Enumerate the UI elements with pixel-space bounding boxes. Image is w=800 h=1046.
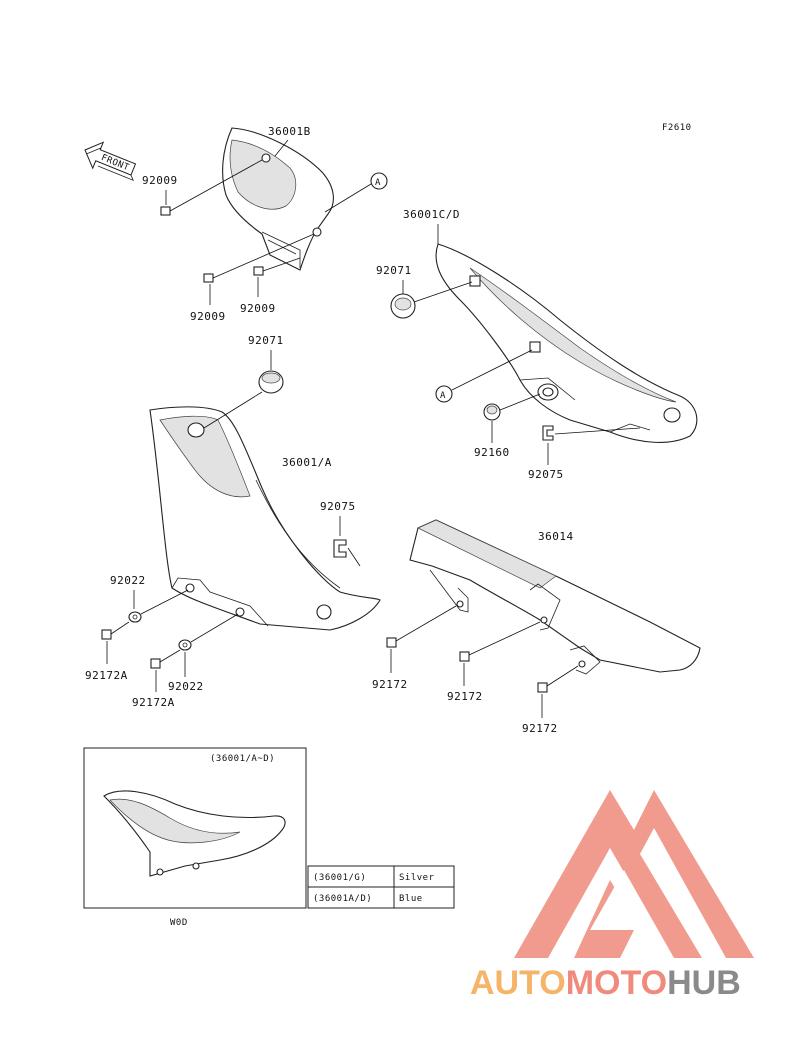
label-92009-left: 92009 — [190, 310, 226, 323]
bolt-92009-top — [160, 159, 263, 216]
ref-marker-a-upper-label: A — [375, 178, 381, 188]
bolt-92172a-left — [101, 621, 130, 640]
logo-wordmark: AUTOMOTOHUB — [470, 964, 741, 1002]
label-92172-2: 92172 — [447, 690, 483, 703]
label-36014: 36014 — [538, 530, 574, 543]
bolt-92009-left — [203, 233, 315, 283]
label-92071-left: 92071 — [248, 334, 284, 347]
label-92160: 92160 — [474, 446, 510, 459]
ref-marker-a-upper — [370, 172, 388, 190]
label-92009-top: 92009 — [142, 174, 178, 187]
automotohub-logo — [514, 790, 754, 958]
damper-92071-right — [390, 281, 473, 319]
ref-marker-a-lower — [435, 385, 453, 403]
label-92022-lower: 92022 — [168, 680, 204, 693]
logo-text-auto: AUTO — [470, 964, 566, 1002]
label-92075-left: 92075 — [320, 500, 356, 513]
ref-marker-a-lower-label: A — [440, 391, 446, 401]
side-cover-36001cd — [435, 243, 698, 443]
logo-text-moto: MOTO — [566, 964, 667, 1002]
label-36001a: 36001/A — [282, 456, 332, 469]
side-cover-36001b — [222, 127, 334, 271]
side-cover-36001a — [149, 406, 381, 631]
front-arrow-icon: FRONT — [84, 141, 137, 181]
grommet-92075-right — [542, 425, 641, 441]
grommet-92075-left — [333, 539, 361, 567]
label-92172-1: 92172 — [372, 678, 408, 691]
label-92009-right: 92009 — [240, 302, 276, 315]
label-92172-3: 92172 — [522, 722, 558, 735]
label-92172a-left: 92172A — [85, 669, 128, 682]
inset-caption: (36001/A~D) — [210, 754, 275, 764]
bolt-92172-2 — [459, 621, 541, 662]
bolt-92172-1 — [386, 605, 457, 648]
label-92172a-right: 92172A — [132, 696, 175, 709]
bolt-92172-3 — [537, 665, 579, 693]
color-table: (36001/G) Silver (36001A/D) Blue — [307, 865, 455, 909]
collar-92160 — [483, 393, 541, 421]
bolt-92009-right — [253, 257, 301, 276]
bolt-92172a-right — [150, 649, 181, 669]
chain-cover-36014 — [409, 519, 701, 675]
figure-code: F2610 — [662, 123, 692, 133]
washer-92022-upper — [128, 589, 189, 623]
logo-text-hub: HUB — [667, 964, 741, 1002]
label-36001cd: 36001C/D — [403, 208, 460, 221]
damper-92071-left — [203, 370, 284, 429]
inset-model-code: W0D — [170, 918, 188, 928]
inset-cover-illustration — [103, 790, 286, 877]
label-92022-upper: 92022 — [110, 574, 146, 587]
label-92071-right: 92071 — [376, 264, 412, 277]
label-92075-right: 92075 — [528, 468, 564, 481]
color-table-color-2: Blue — [399, 894, 423, 904]
color-table-part-1: (36001/G) — [313, 873, 366, 883]
color-table-color-1: Silver — [399, 873, 435, 883]
label-36001b: 36001B — [268, 125, 311, 138]
washer-92022-lower — [178, 613, 239, 651]
color-table-part-2: (36001A/D) — [313, 894, 372, 904]
